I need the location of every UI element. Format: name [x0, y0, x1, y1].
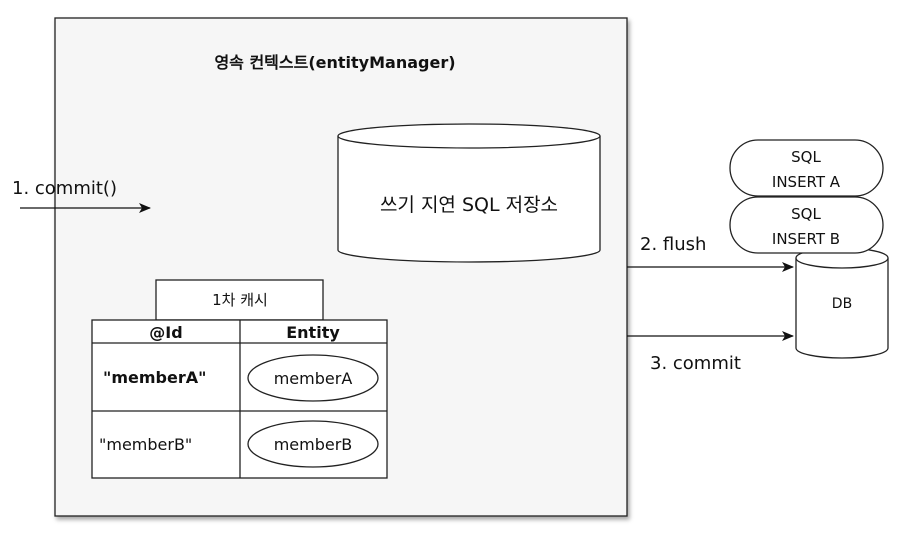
- first-level-cache-label: 1차 캐시: [212, 291, 268, 309]
- svg-text:SQL: SQL: [791, 148, 821, 166]
- svg-text:INSERT A: INSERT A: [772, 173, 841, 191]
- write-behind-sql-store-label: 쓰기 지연 SQL 저장소: [380, 194, 558, 216]
- database-cylinder: DB: [795, 247, 889, 359]
- sql-insert-b: SQL INSERT B: [729, 196, 884, 254]
- row2-id: "memberB": [99, 435, 192, 454]
- step2-label: 2. flush: [640, 234, 706, 255]
- table-header-id: @Id: [149, 323, 182, 342]
- persistence-context-title: 영속 컨텍스트(entityManager): [214, 53, 455, 72]
- db-label: DB: [832, 296, 852, 312]
- sql-insert-a: SQL INSERT A: [729, 139, 884, 197]
- row2-entity-ellipse: [247, 420, 379, 468]
- step1-label: 1. commit(): [12, 178, 117, 199]
- row2-entity: memberB: [274, 435, 353, 454]
- first-level-cache-table: @Id Entity "memberA" memberA "memberB" m…: [91, 319, 388, 479]
- row1-entity: memberA: [274, 369, 353, 388]
- write-behind-sql-store: 쓰기 지연 SQL 저장소: [337, 123, 601, 263]
- row1-id: "memberA": [103, 368, 206, 387]
- svg-text:SQL: SQL: [791, 205, 821, 223]
- table-header-entity: Entity: [286, 323, 340, 342]
- svg-text:INSERT B: INSERT B: [772, 230, 840, 248]
- row1-entity-ellipse: [247, 354, 379, 402]
- first-level-cache-tab: [155, 279, 324, 321]
- step3-label: 3. commit: [650, 353, 741, 374]
